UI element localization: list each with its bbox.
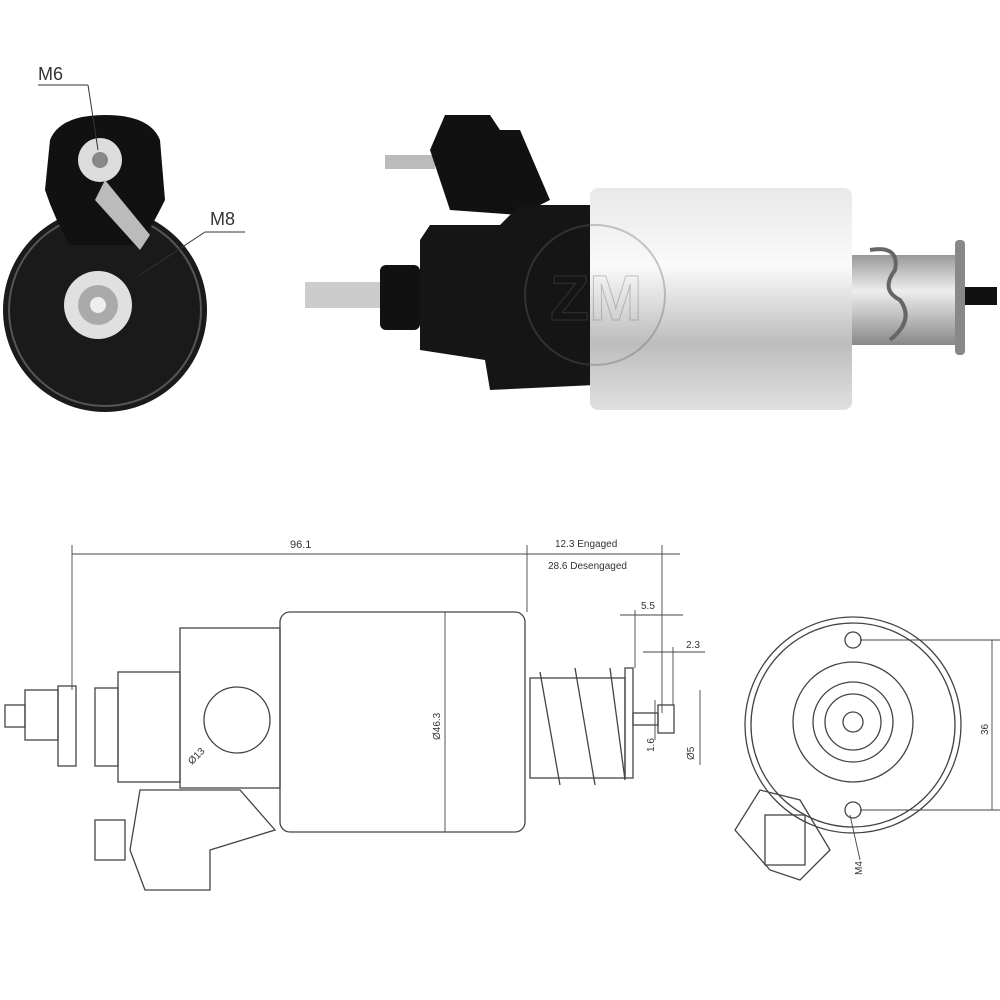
m8-label: M8 [210, 209, 235, 229]
dim-plunger-offset: 5.5 [641, 601, 655, 612]
dim-tip-diameter: Ø5 [686, 746, 697, 760]
dim-mount-thread: M4 [854, 861, 865, 875]
side-technical-drawing: 96.1 12.3 Engaged 28.6 Desengaged 5.5 2.… [4, 539, 705, 891]
m6-label: M6 [38, 64, 63, 84]
dim-plunger-tip: 2.3 [686, 640, 700, 651]
dim-body-diameter: Ø46.3 [432, 712, 443, 740]
side-view-photo: ZM [305, 115, 997, 410]
svg-text:ZM: ZM [550, 262, 642, 334]
dim-overall-length: 96.1 [290, 539, 311, 551]
dim-engaged: 12.3 Engaged [555, 539, 617, 550]
dim-mount-spacing: 36 [980, 723, 991, 735]
end-technical-drawing: 36 M4 [734, 616, 1000, 881]
dim-disengaged: 28.6 Desengaged [548, 561, 627, 572]
front-view-photo: M6 M8 [3, 64, 245, 412]
watermark-logo: ZM [524, 224, 666, 366]
dim-terminal-diameter: Ø13 [186, 746, 207, 767]
dim-plunger-hole: 1.6 [646, 738, 657, 752]
